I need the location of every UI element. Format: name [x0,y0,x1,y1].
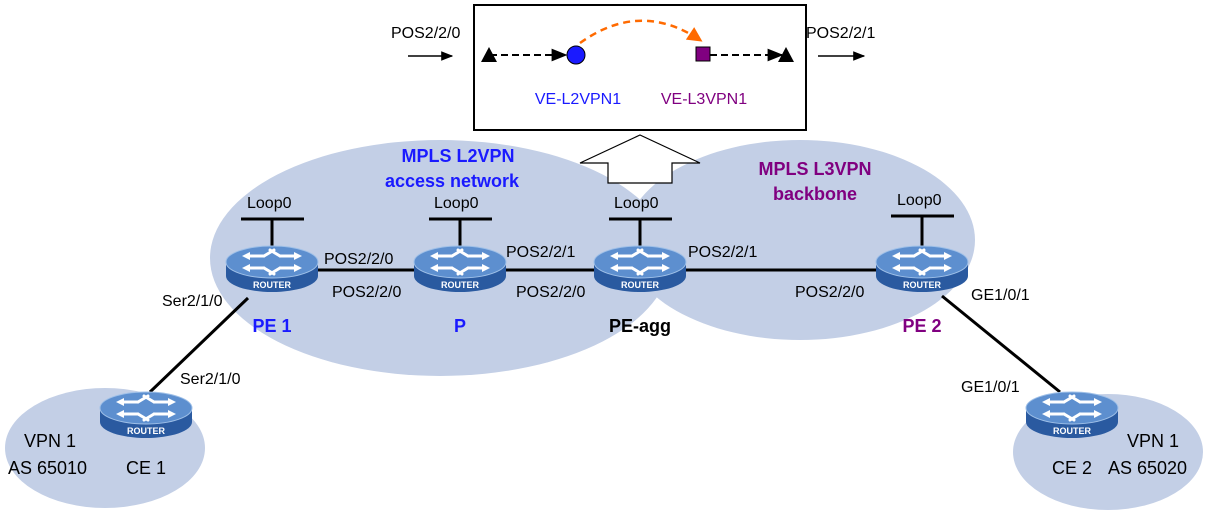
vpn1-right-label: VPN 1 [1127,431,1179,451]
pe1-loop0-label: Loop0 [247,195,292,212]
l2vpn-title-line2: access network [385,171,520,191]
peagg-name: PE-agg [609,316,671,336]
router-p[interactable]: ROUTER [412,244,508,294]
ve-l3vpn-square [695,46,711,62]
l2vpn-title-line1: MPLS L2VPN [401,146,514,166]
inset-in-port-label: POS2/2/0 [391,25,460,42]
router-pe2[interactable]: ROUTER [874,244,970,294]
ve-l2vpn-dot [566,45,586,65]
p-loop0-label: Loop0 [434,195,479,212]
p-name: P [454,316,466,336]
peagg-loop0-label: Loop0 [614,195,659,212]
p-pos-right-label: POS2/2/1 [506,244,575,261]
peagg-detail-box [473,4,807,131]
router-badge: ROUTER [903,280,942,290]
ve-l3vpn-label: VE-L3VPN1 [661,91,747,108]
as65010-label: AS 65010 [8,458,87,478]
ce1-ser-label: Ser2/1/0 [180,371,241,388]
l3vpn-title-line2: backbone [773,184,857,204]
l3vpn-title-line1: MPLS L3VPN [758,159,871,179]
pe1-name: PE 1 [252,316,291,336]
router-badge: ROUTER [441,280,480,290]
router-badge: ROUTER [621,280,660,290]
link-pe2-ce2 [941,294,1061,394]
out-port-triangle [778,47,794,62]
router-badge: ROUTER [127,426,166,436]
p-pos-left-label: POS2/2/0 [332,284,401,301]
internal-forward-arc [579,19,703,45]
peagg-pos-left-label: POS2/2/0 [516,284,585,301]
router-ce2[interactable]: ROUTER [1024,390,1120,440]
in-port-triangle [481,47,497,62]
router-badge: ROUTER [253,280,292,290]
link-pe1-ce1 [148,296,250,394]
zoom-up-arrow [579,134,701,184]
peagg-pos-right-label: POS2/2/1 [688,244,757,261]
ce2-ge-label: GE1/0/1 [961,379,1020,396]
ve-l2vpn-label: VE-L2VPN1 [535,91,621,108]
ce2-name: CE 2 [1052,458,1092,478]
as65020-label: AS 65020 [1108,458,1187,478]
pe1-pos-label: POS2/2/0 [324,251,393,268]
vpn1-left-label: VPN 1 [24,431,76,451]
router-peagg[interactable]: ROUTER [592,244,688,294]
pe2-ge-label: GE1/0/1 [971,287,1030,304]
router-pe1[interactable]: ROUTER [224,244,320,294]
pe1-ser-label: Ser2/1/0 [162,293,223,310]
pe2-pos-label: POS2/2/0 [795,284,864,301]
pe2-loop0-label: Loop0 [897,192,942,209]
l3vpn-backbone-area [625,140,975,340]
inset-out-port-label: POS2/2/1 [806,25,875,42]
pe2-name: PE 2 [902,316,941,336]
router-ce1[interactable]: ROUTER [98,390,194,440]
ce1-name: CE 1 [126,458,166,478]
router-badge: ROUTER [1053,426,1092,436]
